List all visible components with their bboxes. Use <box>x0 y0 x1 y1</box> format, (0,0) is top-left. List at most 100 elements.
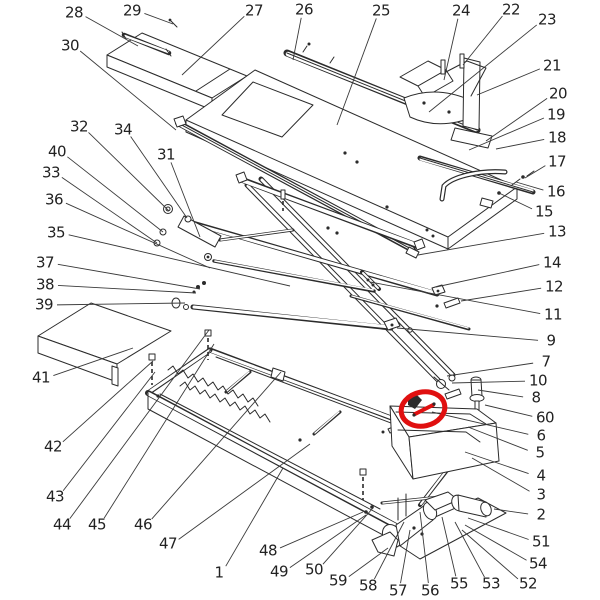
part-label-8: 8 <box>531 389 540 407</box>
part-label-57: 57 <box>389 582 407 600</box>
part-label-55: 55 <box>450 575 468 593</box>
part-label-7: 7 <box>541 353 550 371</box>
part-label-42: 42 <box>44 438 62 456</box>
leader-line-59 <box>348 547 389 577</box>
leader-line-37 <box>57 263 201 290</box>
leader-line-44 <box>69 329 210 519</box>
part-label-2: 2 <box>536 506 545 524</box>
part-label-50: 50 <box>305 561 323 579</box>
part-label-30: 30 <box>61 37 79 55</box>
part-labels: 1234567891011121314151617181920212223242… <box>32 1 568 600</box>
leader-line-39 <box>56 302 186 306</box>
part-label-52: 52 <box>519 575 537 593</box>
part-label-25: 25 <box>372 2 390 20</box>
part-label-13: 13 <box>548 223 566 241</box>
leader-line-29 <box>144 12 174 25</box>
part-label-10: 10 <box>529 372 547 390</box>
leader-line-7 <box>446 362 534 377</box>
leader-line-35 <box>68 234 291 287</box>
leader-line-4 <box>464 451 529 475</box>
part-label-39: 39 <box>35 296 53 314</box>
leader-line-30 <box>79 50 177 131</box>
approach-ramp <box>106 32 248 111</box>
leader-line-15 <box>498 192 533 210</box>
leader-line-25 <box>336 18 377 126</box>
highlighted-pin <box>413 403 435 416</box>
part-label-33: 33 <box>42 164 60 182</box>
leader-line-9 <box>396 327 539 341</box>
leader-line-22 <box>462 15 503 66</box>
handle-tube <box>439 169 508 202</box>
part-label-29: 29 <box>123 2 141 20</box>
leader-line-32 <box>88 132 170 212</box>
part-label-58: 58 <box>359 577 377 595</box>
part-label-53: 53 <box>482 575 500 593</box>
part-label-34: 34 <box>114 121 132 139</box>
part-label-46: 46 <box>134 516 152 534</box>
part-label-26: 26 <box>295 1 313 19</box>
leader-line-19 <box>468 117 545 151</box>
leader-line-26 <box>292 17 302 61</box>
leader-line-8 <box>477 389 524 398</box>
part-label-60: 60 <box>536 409 554 427</box>
part-label-37: 37 <box>36 254 54 272</box>
leader-line-50 <box>322 507 374 565</box>
part-label-20: 20 <box>549 85 567 103</box>
part-label-44: 44 <box>53 516 71 534</box>
part-label-54: 54 <box>529 555 547 573</box>
part-label-43: 43 <box>46 488 64 506</box>
part-label-41: 41 <box>32 369 50 387</box>
part-label-18: 18 <box>548 129 566 147</box>
leader-line-24 <box>443 18 459 81</box>
part-label-51: 51 <box>532 533 550 551</box>
pump-assembly <box>371 491 507 560</box>
part-label-48: 48 <box>259 542 277 560</box>
leader-line-55 <box>441 516 457 577</box>
highlight-annotation <box>398 389 448 429</box>
leader-line-34 <box>130 136 188 219</box>
leader-line-42 <box>62 360 154 443</box>
part-label-59: 59 <box>329 572 347 590</box>
leader-line-46 <box>151 371 282 520</box>
part-label-22: 22 <box>502 1 520 19</box>
leader-line-58 <box>373 521 405 580</box>
leader-line-23 <box>428 24 538 113</box>
leader-line-43 <box>62 371 156 492</box>
part-label-45: 45 <box>88 516 106 534</box>
part-label-11: 11 <box>544 306 562 324</box>
part-label-1: 1 <box>214 564 223 582</box>
leader-line-17 <box>524 165 546 179</box>
leader-line-27 <box>181 15 245 76</box>
part-label-38: 38 <box>36 276 54 294</box>
leader-line-28 <box>85 16 139 47</box>
leader-line-57 <box>400 529 411 584</box>
leader-line-3 <box>471 457 530 492</box>
leader-line-31 <box>170 162 201 238</box>
part-label-14: 14 <box>543 254 561 272</box>
part-label-35: 35 <box>47 224 65 242</box>
highlight-ellipse <box>398 389 448 429</box>
part-label-17: 17 <box>548 153 566 171</box>
leader-line-14 <box>435 264 540 288</box>
leader-line-33 <box>61 177 158 244</box>
part-label-28: 28 <box>65 4 83 22</box>
part-label-23: 23 <box>538 11 556 29</box>
leader-line-51 <box>467 517 529 540</box>
leader-line-41 <box>53 347 134 376</box>
cover-box <box>389 405 500 480</box>
leader-line-1 <box>225 467 284 567</box>
leader-line-52 <box>461 529 519 580</box>
leader-line-36 <box>65 202 211 269</box>
part-label-47: 47 <box>159 535 177 553</box>
part-label-15: 15 <box>535 203 553 221</box>
leader-line-18 <box>495 138 545 150</box>
leader-line-16 <box>515 181 544 191</box>
leader-line-5 <box>467 426 528 451</box>
part-label-24: 24 <box>452 2 470 20</box>
leader-line-2 <box>493 508 529 515</box>
leader-line-53 <box>454 521 485 578</box>
leader-line-21 <box>476 68 541 96</box>
part-label-9: 9 <box>546 332 555 350</box>
wheel-chock <box>399 53 493 149</box>
